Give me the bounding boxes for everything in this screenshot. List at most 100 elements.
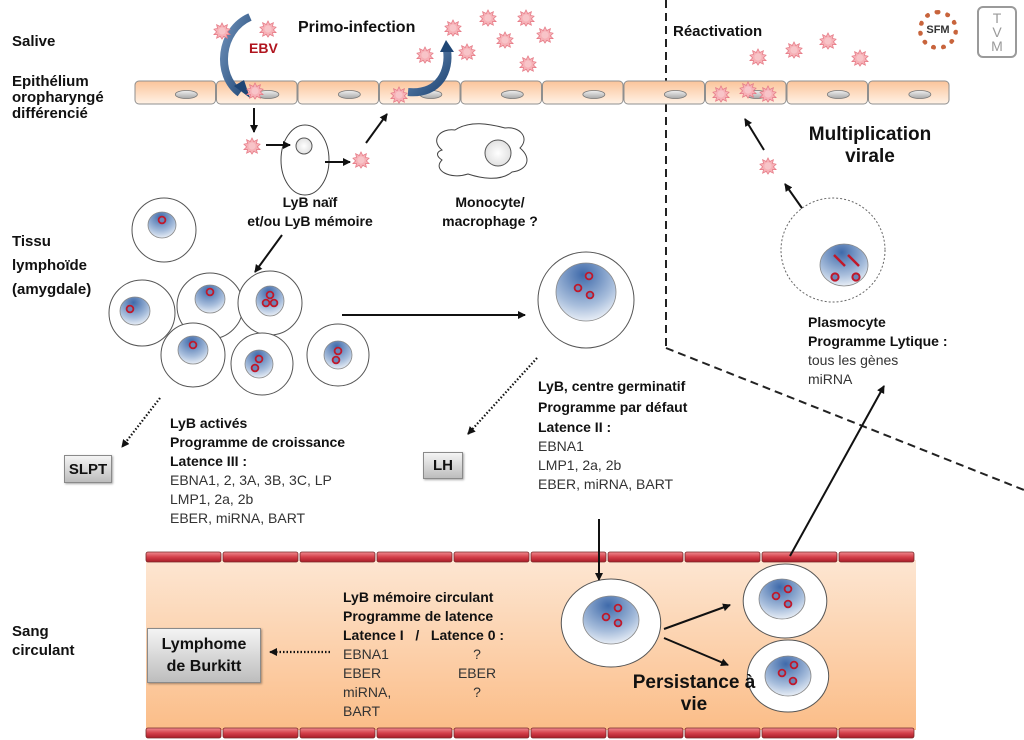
- ebv-episome: [157, 215, 167, 225]
- program-lytique: Plasmocyte Programme Lytique : tous les …: [808, 313, 948, 389]
- ebv-virion: [496, 31, 514, 49]
- cell-nucleus: [194, 284, 226, 314]
- entry-curved-arrow: [220, 13, 252, 97]
- cell-nucleus: [555, 262, 617, 322]
- program-genes: EBER, miRNA, BART: [170, 510, 306, 526]
- b-cell: [160, 322, 226, 388]
- b-cell: [108, 279, 176, 347]
- program-genes: EBNA1, 2, 3A, 3B, 3C, LP: [170, 472, 332, 488]
- program-header: LyB, centre germinatif: [538, 378, 686, 394]
- row-label-salive: Salive: [12, 33, 56, 50]
- ebv-episome: [333, 346, 343, 356]
- dotted-arrows: [121, 357, 538, 656]
- vessel-wall-cell: [530, 551, 607, 563]
- latence0-gene: ?: [473, 684, 481, 700]
- program-header: Programme de croissance: [170, 434, 346, 450]
- exit-arrowhead: [440, 40, 454, 52]
- flow-arrows: [250, 108, 885, 666]
- ebv-virion: [785, 41, 803, 59]
- epithelial-nucleus: [500, 90, 524, 99]
- cell-nucleus: [764, 655, 812, 697]
- ebv-virion: [352, 151, 370, 169]
- row-label-line: circulant: [12, 642, 75, 659]
- program-header: LyB mémoire circulant: [343, 589, 494, 605]
- latence0-genes: ? EBER ?: [447, 645, 507, 702]
- burkitt-box: Lymphome de Burkitt: [147, 628, 261, 683]
- epithelial-nucleus: [337, 90, 361, 99]
- box-line: Lymphome: [161, 635, 247, 653]
- ebv-episome: [613, 618, 623, 628]
- b-cell: [306, 323, 370, 387]
- b-cell: [537, 251, 635, 349]
- ebv-label: EBV: [249, 40, 278, 56]
- program-header: Programme par défaut: [538, 399, 688, 415]
- ebv-episome: [250, 363, 260, 373]
- primo-infection-label: Primo-infection: [298, 19, 416, 36]
- program-header: Programme de latence: [343, 608, 494, 624]
- latence1-gene: BART: [343, 703, 381, 719]
- epithelium-layer: [134, 80, 950, 105]
- program-header: Latence II :: [538, 419, 612, 435]
- ebv-episome: [783, 584, 793, 594]
- monocyte-label: Monocyte/ macrophage ?: [430, 193, 550, 231]
- latence1-gene: EBNA1: [343, 646, 389, 662]
- vessel-wall-cell: [761, 551, 838, 563]
- ebv-virion: [458, 43, 476, 61]
- ebv-virion: [416, 46, 434, 64]
- ebv-virion: [259, 20, 277, 38]
- cell-nucleus: [582, 595, 640, 645]
- sfm-logo: SFM: [918, 10, 958, 50]
- slpt-box: SLPT: [64, 455, 112, 483]
- latence0-gene: EBER: [457, 665, 497, 681]
- program-genes: miRNA: [808, 371, 853, 387]
- exit-curved-arrow: [407, 49, 452, 97]
- program-header: Latence I / Latence 0 :: [343, 627, 505, 643]
- b-cell: [742, 563, 828, 639]
- epithelial-cell: [542, 80, 624, 105]
- label-line: LyB naïf: [282, 194, 338, 210]
- entry-arrowhead: [234, 80, 250, 98]
- epithelial-cell: [623, 80, 705, 105]
- row-label-line: Epithélium: [12, 73, 89, 90]
- ebv-virion: [519, 55, 537, 73]
- ebv-virion: [243, 137, 261, 155]
- vessel-wall-cell: [453, 551, 530, 563]
- label-line: Multiplication: [808, 124, 932, 145]
- ebv-virion: [536, 26, 554, 44]
- plasmocyte-cell: [780, 197, 886, 303]
- ebv-episome: [584, 271, 594, 281]
- label-line: virale: [845, 146, 895, 167]
- cell-nucleus: [255, 285, 285, 317]
- program-croissance: LyB activés Programme de croissance Late…: [170, 414, 345, 528]
- ebv-virion: [851, 49, 869, 67]
- ebv-episome: [789, 660, 799, 670]
- program-header: LyB activés: [170, 415, 248, 431]
- vessel-wall-cell: [684, 551, 761, 563]
- ebv-episome: [205, 287, 215, 297]
- vessel-wall-cell: [761, 727, 838, 739]
- logo-letter: T: [992, 10, 1002, 26]
- latence0-gene: ?: [473, 646, 481, 662]
- epithelial-nucleus: [174, 90, 198, 99]
- epithelial-nucleus: [663, 90, 687, 99]
- vessel-wall-cell: [299, 551, 376, 563]
- label-line: Monocyte/: [455, 194, 525, 210]
- b-cell: [131, 197, 197, 263]
- vessel-wall-cell: [453, 727, 530, 739]
- ebv-episome: [771, 591, 781, 601]
- ebv-episome: [777, 668, 787, 678]
- epithelial-cell: [460, 80, 542, 105]
- program-defaut: LyB, centre germinatif Programme par déf…: [538, 376, 687, 494]
- program-genes: EBER, miRNA, BART: [538, 476, 674, 492]
- cell-nucleus: [177, 335, 209, 365]
- row-label-line: (amygdale): [12, 281, 92, 298]
- label-line: et/ou LyB mémoire: [247, 213, 373, 229]
- cell-nucleus: [119, 296, 151, 326]
- vessel-wall-cell: [376, 727, 453, 739]
- ebv-episome: [188, 340, 198, 350]
- ebv-virion: [759, 157, 777, 175]
- label-line: macrophage ?: [442, 213, 538, 229]
- ebv-episome: [783, 599, 793, 609]
- tvm-logo: T V M: [977, 6, 1017, 58]
